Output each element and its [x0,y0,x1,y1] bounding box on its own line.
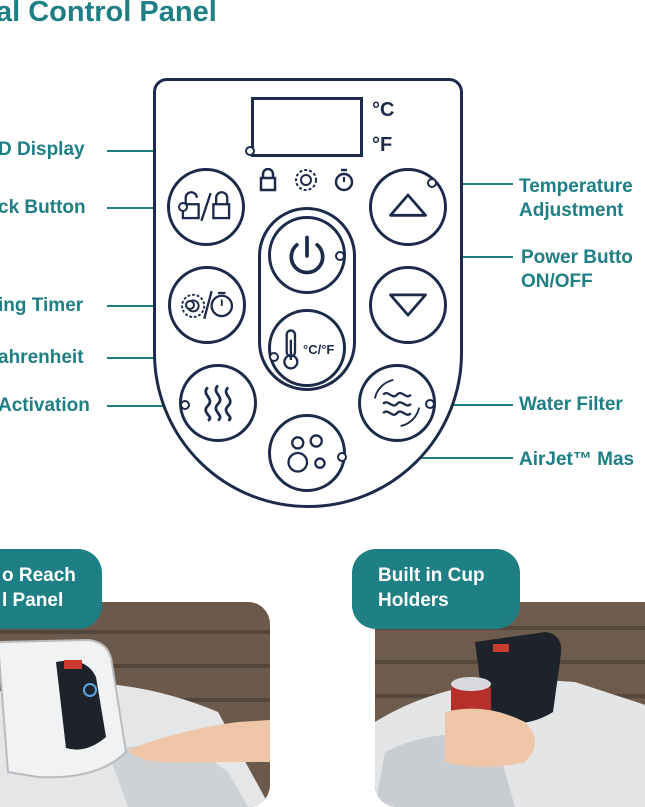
leader-line [107,405,185,407]
label-power-line2: ON/OFF [521,271,593,292]
photo-easy-reach [0,602,270,807]
water-filter-button[interactable] [358,364,436,442]
celsius-fahrenheit-button[interactable]: °C/°F [268,309,346,387]
label-airjet: AirJet™ Mas [519,449,635,470]
label-timer: ing Timer [0,295,84,316]
fahrenheit-unit: °F [372,134,393,156]
leader-dot [245,146,255,156]
leader-line [433,183,513,185]
label-lock-button: ck Button [0,197,86,218]
leader-dot [425,399,435,409]
leader-line [343,457,513,459]
label-temperature-line1: Temperature [519,176,633,197]
leader-dot [269,352,279,362]
leader-line [431,404,513,406]
caption-easy-reach-line2: l Panel [2,590,64,611]
label-led-display: D Display [0,139,85,160]
celsius-fahrenheit-label: °C/°F [303,342,335,357]
lock-indicator-icon [259,168,277,192]
leader-dot [337,452,347,462]
caption-easy-reach: o Reach l Panel [0,549,102,629]
stopwatch-indicator-icon [334,168,354,192]
leader-dot [185,300,195,310]
label-power-line1: Power Butto [521,247,633,268]
led-display [251,97,363,157]
label-activation: Activation [0,395,90,416]
leader-line [107,305,187,307]
leader-dot [180,400,190,410]
caption-cup-holders-line1: Built in Cup [378,565,485,586]
leader-dot [335,251,345,261]
leader-dot [427,178,437,188]
caption-easy-reach-line1: o Reach [2,565,76,586]
temperature-down-button[interactable] [369,266,447,344]
timer-indicator-icon [295,169,317,191]
leader-line [107,207,180,209]
label-fahrenheit: ahrenheit [0,347,84,368]
airjet-button[interactable] [268,414,346,492]
temperature-up-button[interactable] [369,168,447,246]
heater-button[interactable] [179,364,257,442]
caption-cup-holders: Built in Cup Holders [352,549,520,629]
leader-dot [178,202,188,212]
page-title: al Control Panel [0,0,217,28]
photo-cup-holders [375,602,645,807]
power-button[interactable] [268,216,346,294]
timer-button[interactable] [168,266,246,344]
label-temperature-line2: Adjustment [519,200,624,221]
caption-cup-holders-line2: Holders [378,590,449,611]
label-water-filter: Water Filter [519,394,623,415]
celsius-unit: °C [372,99,395,121]
